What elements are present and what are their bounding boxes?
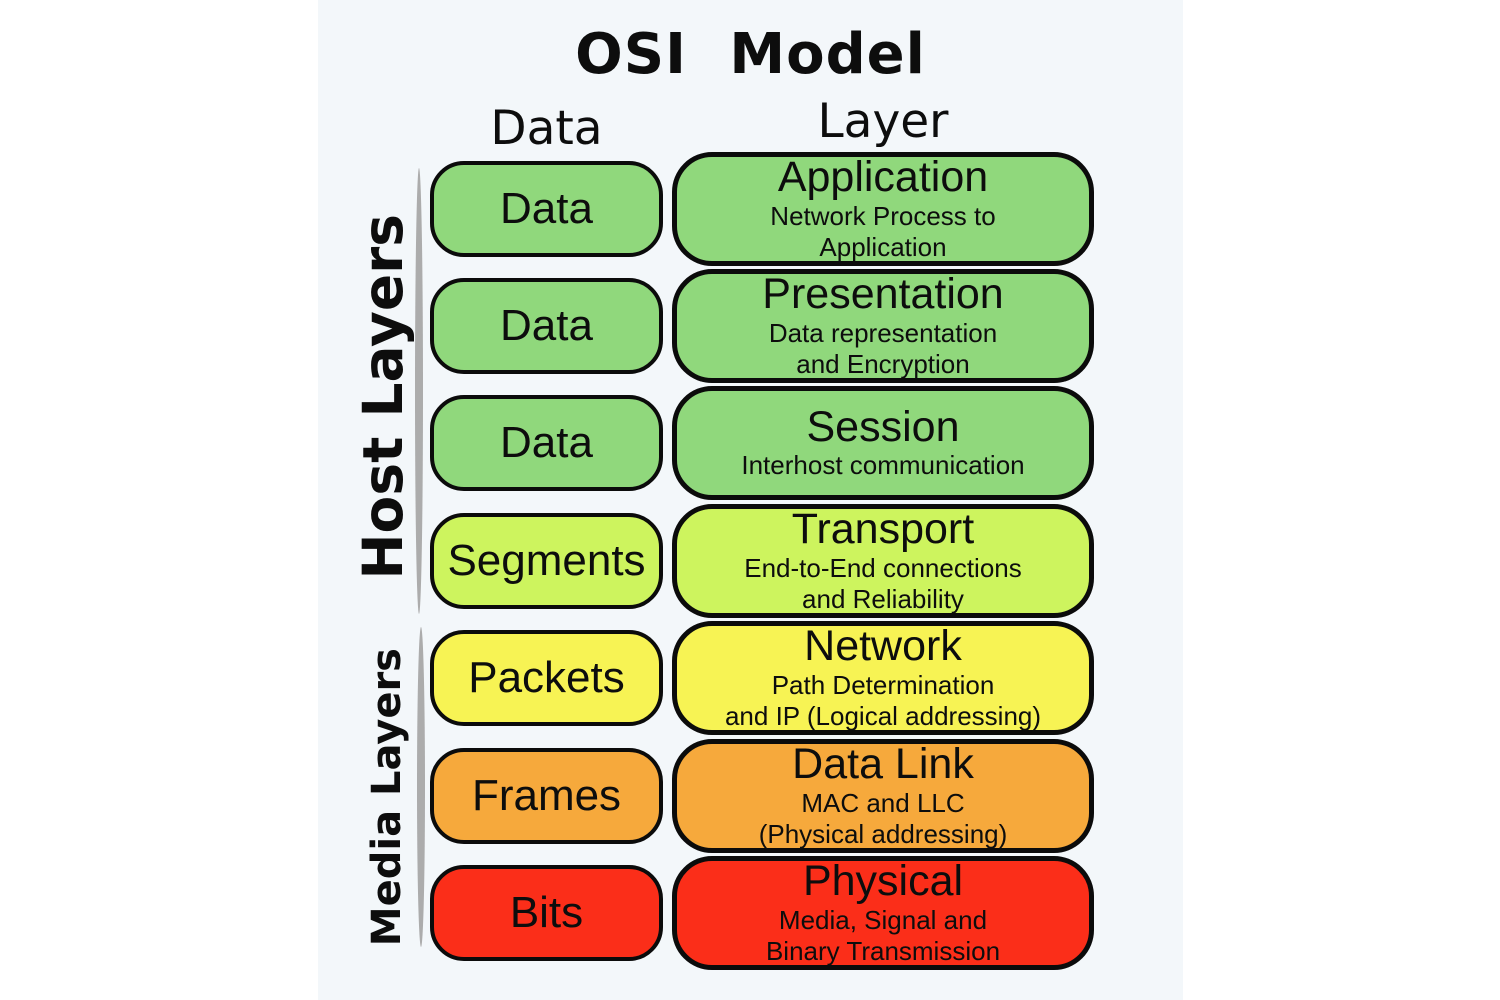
pdu-box-physical: Bits — [430, 865, 663, 961]
layer-description: Path Determination and IP (Logical addre… — [724, 669, 1042, 732]
column-header-data: Data — [490, 101, 603, 156]
layer-title: Transport — [791, 505, 975, 554]
layer-title: Session — [806, 402, 960, 451]
pdu-label: Data — [500, 301, 593, 350]
pdu-box-presentation: Data — [430, 278, 663, 374]
layer-box-network: Network Path Determination and IP (Logic… — [672, 621, 1094, 735]
diagram-title: OSI Model — [575, 22, 926, 87]
host-layers-label: Host Layers — [351, 188, 415, 606]
media-layers-bar — [417, 627, 425, 947]
pdu-label: Bits — [509, 888, 584, 937]
layer-description: MAC and LLC (Physical addressing) — [758, 787, 1008, 850]
pdu-box-network: Packets — [430, 630, 663, 726]
layer-box-presentation: Presentation Data representation and Enc… — [672, 269, 1094, 383]
layer-box-application: Application Network Process to Applicati… — [672, 152, 1094, 266]
layer-description: Network Process to Application — [770, 200, 996, 263]
pdu-label: Frames — [471, 771, 622, 820]
layer-description: Media, Signal and Binary Transmission — [765, 904, 1001, 967]
pdu-box-session: Data — [430, 395, 663, 491]
layer-title: Network — [804, 622, 962, 671]
pdu-box-transport: Segments — [430, 513, 663, 609]
layer-description: Data representation and Encryption — [768, 317, 998, 380]
layer-title: Physical — [802, 857, 964, 906]
layer-title: Data Link — [792, 740, 974, 789]
layer-box-physical: Physical Media, Signal and Binary Transm… — [672, 856, 1094, 970]
layer-box-transport: Transport End-to-End connections and Rel… — [672, 504, 1094, 618]
pdu-label: Packets — [468, 653, 625, 702]
host-layers-label-text: Host Layers — [351, 214, 415, 580]
layer-description: Interhost communication — [741, 450, 1025, 481]
pdu-box-data-link: Frames — [430, 748, 663, 844]
layer-box-data-link: Data Link MAC and LLC (Physical addressi… — [672, 739, 1094, 853]
host-layers-bar — [415, 168, 423, 614]
pdu-label: Data — [500, 418, 593, 467]
layer-box-session: Session Interhost communication — [672, 386, 1094, 500]
layer-title: Application — [777, 153, 989, 202]
pdu-label: Data — [500, 184, 593, 233]
media-layers-label-text: Media Layers — [364, 647, 410, 947]
layer-description: End-to-End connections and Reliability — [744, 552, 1022, 615]
pdu-box-application: Data — [430, 161, 663, 257]
column-header-layer: Layer — [817, 94, 949, 149]
media-layers-label: Media Layers — [362, 642, 412, 952]
layer-title: Presentation — [762, 270, 1004, 319]
pdu-label: Segments — [447, 536, 646, 585]
